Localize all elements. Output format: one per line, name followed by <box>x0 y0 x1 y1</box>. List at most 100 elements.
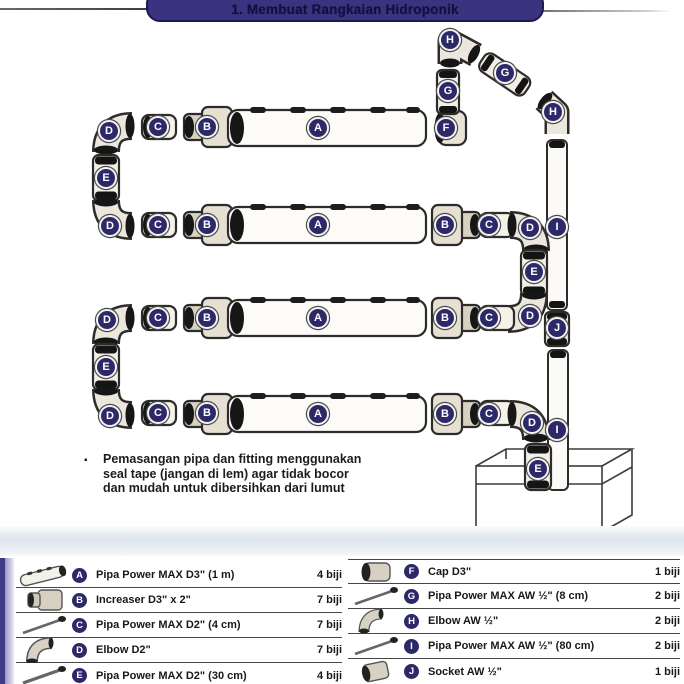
part-badge: A <box>309 405 327 423</box>
table-row: J Socket AW ½" 1 biji <box>348 659 680 684</box>
pipe-assembly-diagram: D C B A F H G G H I J I E D C B A B C D … <box>0 28 636 533</box>
part-badge: E <box>529 460 547 478</box>
part-letter-badge: E <box>72 668 87 683</box>
inlet-pipe-g-vertical <box>435 68 461 116</box>
part-badge: I <box>548 218 566 236</box>
table-row: D Elbow D2" 7 biji <box>16 637 342 663</box>
part-badge: D <box>521 219 539 237</box>
part-badge: C <box>149 404 167 422</box>
table-row: E Pipa Power MAX D2" (30 cm) 4 biji <box>16 663 342 684</box>
grow-pipe-a-row1 <box>226 105 428 148</box>
short-pipe-icon <box>348 633 404 659</box>
short-pipe-icon <box>16 612 72 638</box>
grow-pipe-a-row4 <box>226 391 428 434</box>
part-badge: D <box>100 122 118 140</box>
sheet-edge-strip-gradient <box>5 558 14 684</box>
riser-pipe-i-lower <box>547 349 569 491</box>
part-badge: B <box>198 404 216 422</box>
part-qty: 4 biji <box>316 569 342 581</box>
part-badge: E <box>97 358 115 376</box>
table-row: C Pipa Power MAX D2" (4 cm) 7 biji <box>16 613 342 638</box>
part-name: Pipa Power MAX D3" (1 m) <box>96 569 235 581</box>
part-badge: G <box>496 64 514 82</box>
part-name: Cap D3" <box>428 565 472 578</box>
table-row: A Pipa Power MAX D3" (1 m) 4 biji <box>16 563 342 588</box>
part-qty: 7 biji <box>316 644 342 656</box>
part-badge: B <box>198 309 216 327</box>
part-badge: J <box>548 319 566 337</box>
table-row: H Elbow AW ½" 2 biji <box>348 608 680 634</box>
part-badge: C <box>480 309 498 327</box>
part-badge: D <box>98 311 116 329</box>
part-qty: 1 biji <box>654 565 680 578</box>
part-letter-badge: G <box>404 588 419 604</box>
elbow-icon <box>16 637 72 663</box>
part-badge: B <box>198 216 216 234</box>
part-badge: A <box>309 216 327 234</box>
pipe-with-holes-icon <box>16 562 72 588</box>
elbow-icon <box>348 608 404 634</box>
part-badge: C <box>149 118 167 136</box>
part-badge: H <box>441 31 459 49</box>
table-row: F Cap D3" 1 biji <box>348 559 680 584</box>
part-name: Elbow D2" <box>96 644 151 656</box>
part-qty: 2 biji <box>654 640 680 652</box>
part-badge: A <box>309 309 327 327</box>
part-badge: B <box>436 405 454 423</box>
cap-icon <box>348 559 404 585</box>
part-letter-badge: A <box>72 567 87 583</box>
part-badge: E <box>97 169 115 187</box>
part-qty: 2 biji <box>654 590 680 602</box>
part-badge: C <box>480 405 498 423</box>
assembly-note: ▪ Pemasangan pipa dan fitting menggunaka… <box>84 452 414 496</box>
part-qty: 2 biji <box>654 615 680 627</box>
part-badge: B <box>436 216 454 234</box>
note-line: seal tape (jangan di lem) agar tidak boc… <box>103 466 349 481</box>
part-badge: C <box>149 309 167 327</box>
part-qty: 7 biji <box>316 619 342 631</box>
table-row: B Increaser D3" x 2" 7 biji <box>16 588 342 613</box>
part-badge: C <box>149 216 167 234</box>
part-badge: B <box>436 309 454 327</box>
parts-table-left: A Pipa Power MAX D3" (1 m) 4 biji B Incr… <box>16 563 342 684</box>
page-edge-band <box>0 526 684 556</box>
grow-pipe-a-row3 <box>226 295 428 338</box>
part-letter-badge: H <box>404 613 419 629</box>
part-badge: D <box>521 307 539 325</box>
note-line: Pemasangan pipa dan fitting menggunakan <box>103 452 362 466</box>
part-letter-badge: J <box>404 664 419 679</box>
part-name: Pipa Power MAX D2" (4 cm) <box>96 619 241 631</box>
part-name: Pipa Power MAX D2" (30 cm) <box>96 669 247 682</box>
part-badge: B <box>198 118 216 136</box>
part-name: Pipa Power MAX AW ½" (8 cm) <box>428 590 589 602</box>
part-qty: 7 biji <box>316 594 342 606</box>
part-name: Elbow AW ½" <box>428 615 499 627</box>
part-letter-badge: I <box>404 638 419 654</box>
part-badge: C <box>480 216 498 234</box>
short-pipe-icon <box>348 583 404 609</box>
section-title: 1. Membuat Rangkaian Hidroponik <box>231 2 459 17</box>
part-letter-badge: C <box>72 617 87 633</box>
part-name: Pipa Power MAX AW ½" (80 cm) <box>428 640 595 652</box>
page-rule-line-right <box>540 10 672 12</box>
note-bullet: ▪ <box>84 455 88 466</box>
section-title-bar: 1. Membuat Rangkaian Hidroponik <box>146 0 544 22</box>
part-name: Socket AW ½" <box>428 665 502 678</box>
pipe-icon <box>16 663 72 684</box>
part-badge: G <box>439 82 457 100</box>
table-row: G Pipa Power MAX AW ½" (8 cm) 2 biji <box>348 584 680 609</box>
increaser-icon <box>16 587 72 613</box>
part-badge: E <box>525 263 543 281</box>
part-badge: H <box>544 103 562 121</box>
part-letter-badge: B <box>72 592 87 608</box>
grow-pipe-a-row2 <box>226 202 428 245</box>
parts-table-right: F Cap D3" 1 biji G Pipa Power MAX AW ½" … <box>348 559 680 684</box>
sheet-edge-strip <box>0 558 5 684</box>
socket-icon <box>348 659 404 684</box>
part-qty: 1 biji <box>654 665 680 678</box>
part-qty: 4 biji <box>316 669 342 682</box>
part-badge: A <box>309 119 327 137</box>
part-name: Increaser D3" x 2" <box>96 594 191 606</box>
part-badge: F <box>437 119 455 137</box>
